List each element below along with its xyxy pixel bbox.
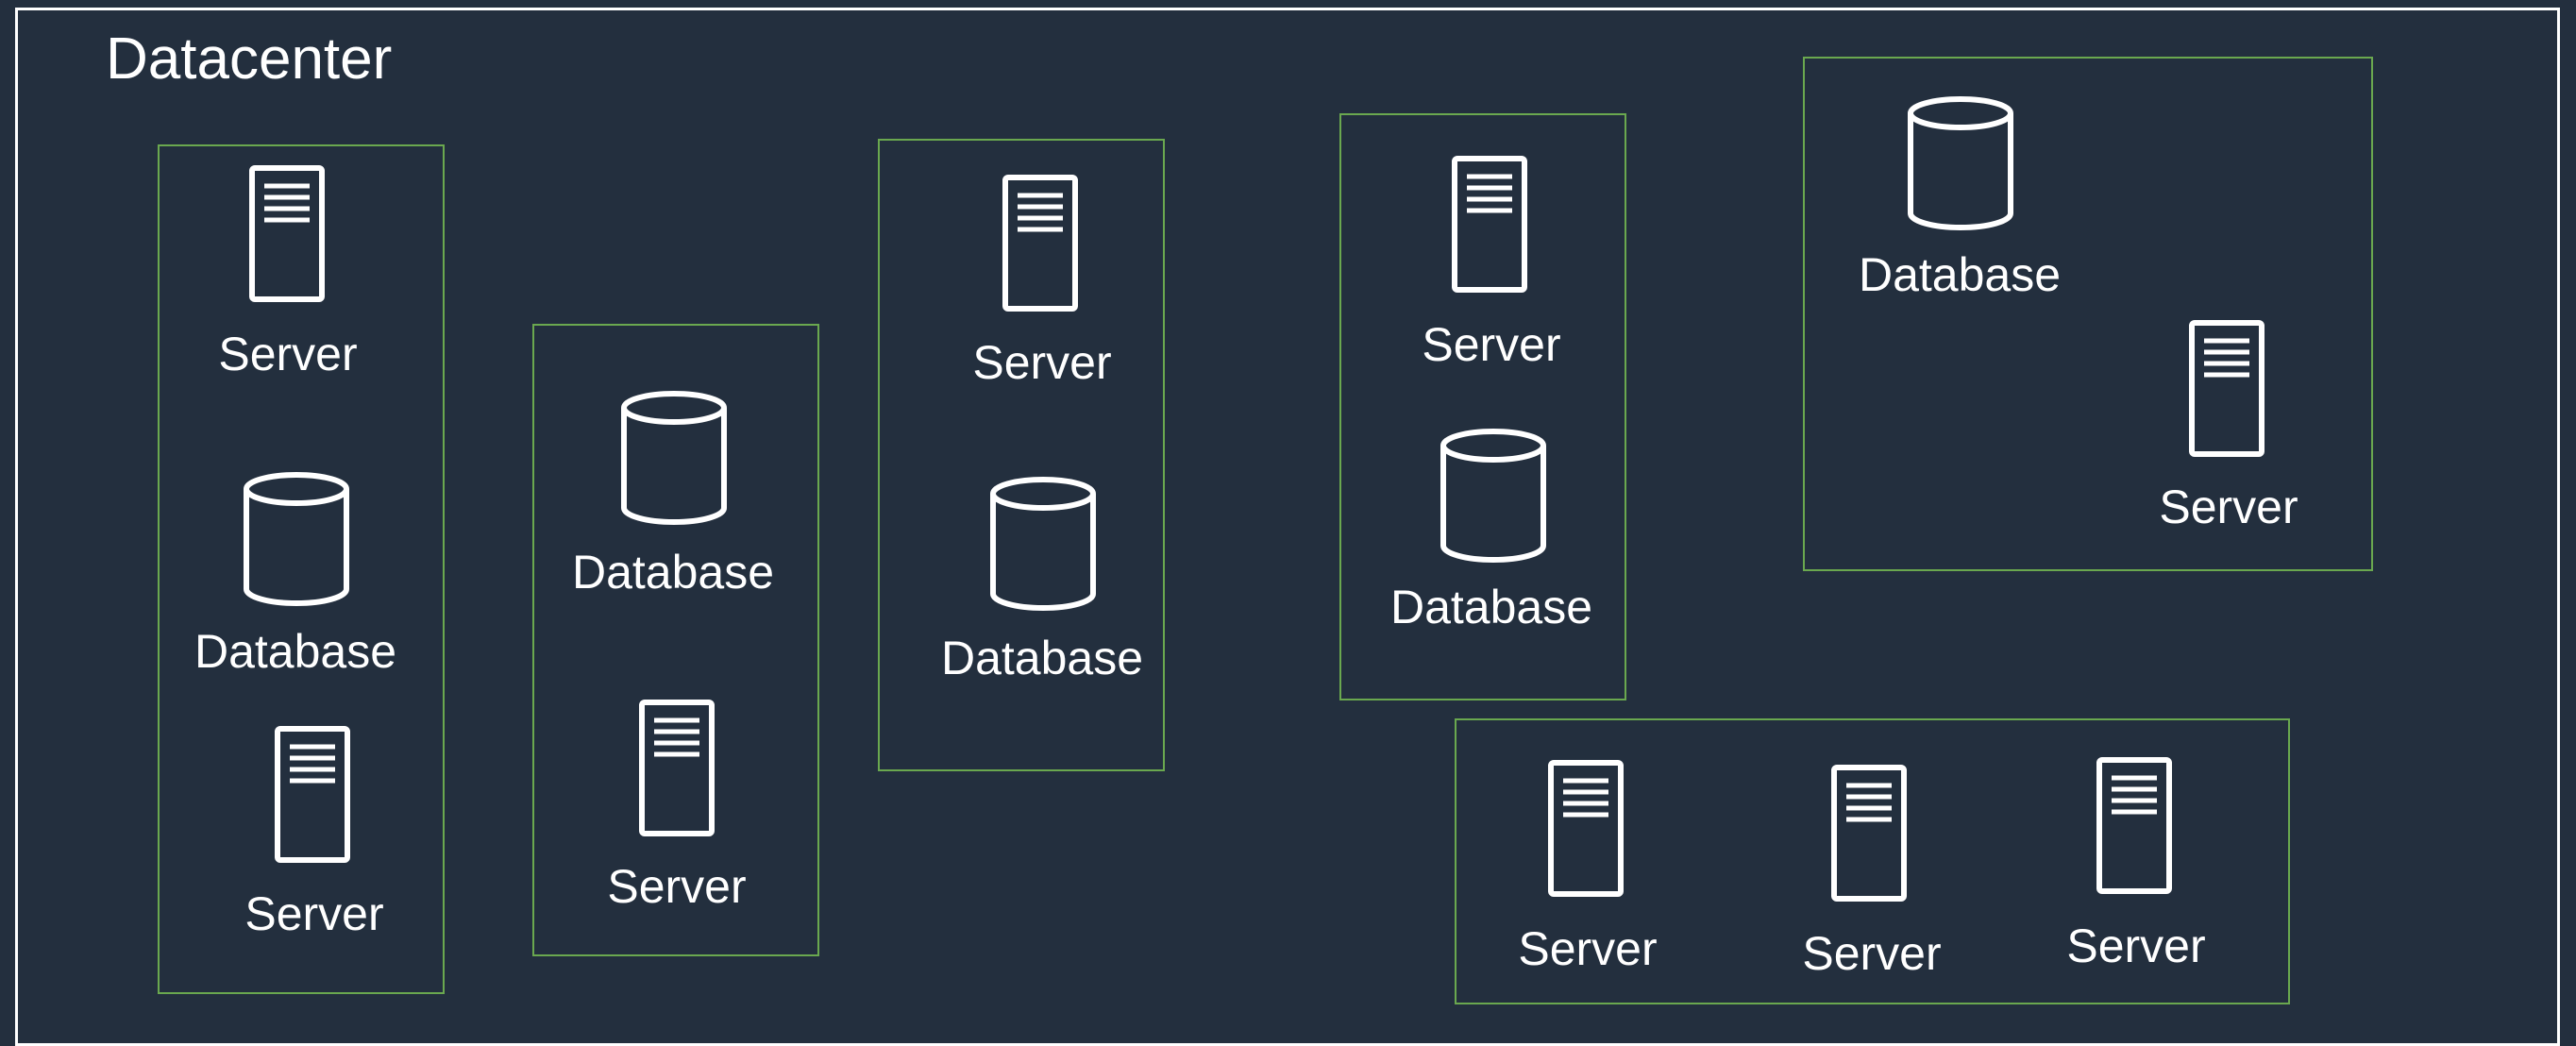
database-icon bbox=[244, 472, 349, 606]
server-icon bbox=[1452, 156, 1527, 293]
database-label: Database bbox=[940, 632, 1144, 684]
group-1 bbox=[158, 144, 445, 994]
server-icon bbox=[2096, 757, 2172, 894]
server-label: Server bbox=[218, 328, 358, 380]
group-6 bbox=[1455, 718, 2290, 1004]
database-label: Database bbox=[571, 546, 775, 599]
server-icon bbox=[639, 700, 715, 836]
server-label: Server bbox=[1422, 318, 1561, 371]
server-label: Server bbox=[607, 860, 747, 913]
server-label: Server bbox=[244, 887, 384, 940]
database-icon bbox=[1440, 429, 1546, 563]
group-5 bbox=[1803, 57, 2373, 571]
database-label: Database bbox=[194, 625, 397, 678]
datacenter-title: Datacenter bbox=[106, 26, 393, 92]
database-label: Database bbox=[1389, 581, 1593, 633]
server-icon bbox=[275, 726, 350, 863]
server-label: Server bbox=[972, 336, 1112, 389]
group-3 bbox=[878, 139, 1165, 771]
server-label: Server bbox=[2159, 481, 2298, 533]
database-icon bbox=[990, 477, 1096, 611]
database-icon bbox=[1908, 96, 2013, 230]
server-label: Server bbox=[1518, 922, 1658, 975]
server-icon bbox=[1002, 175, 1078, 312]
server-icon bbox=[249, 165, 325, 302]
database-icon bbox=[621, 391, 727, 525]
server-icon bbox=[1548, 760, 1624, 897]
server-label: Server bbox=[2066, 919, 2206, 972]
group-2 bbox=[532, 324, 819, 956]
server-icon bbox=[1831, 765, 1907, 902]
database-label: Database bbox=[1858, 248, 2062, 301]
group-4 bbox=[1339, 113, 1626, 700]
server-label: Server bbox=[1802, 927, 1942, 980]
server-icon bbox=[2189, 320, 2265, 457]
